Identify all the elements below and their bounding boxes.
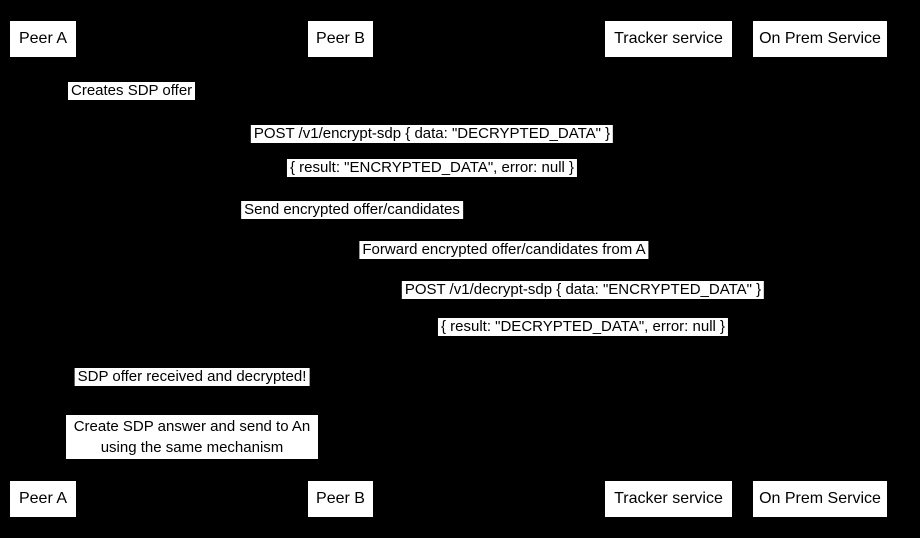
actor-on-prem-service-bottom: On Prem Service [753,481,887,517]
actor-peer-b-top: Peer B [308,21,373,57]
lifeline-peer-a [43,57,44,481]
message-label: { result: "DECRYPTED_DATA", error: null … [437,318,729,336]
lifeline-tracker-service [668,57,669,481]
message-label: Creates SDP offer [68,82,196,100]
lifeline-peer-b [340,57,341,481]
message-label: POST /v1/decrypt-sdp { data: "ENCRYPTED_… [401,281,765,299]
actor-on-prem-service-top: On Prem Service [753,21,887,57]
message-label: POST /v1/encrypt-sdp { data: "DECRYPTED_… [250,125,614,143]
actor-peer-b-bottom: Peer B [308,481,373,517]
actor-tracker-service-top: Tracker service [605,21,732,57]
actor-peer-a-bottom: Peer A [10,481,76,517]
actor-tracker-service-bottom: Tracker service [605,481,732,517]
message-label: SDP offer received and decrypted! [74,368,310,386]
message-label: Send encrypted offer/candidates [241,201,463,219]
lifeline-on-prem-service [820,57,821,481]
message-label: Forward encrypted offer/candidates from … [359,241,649,259]
actor-peer-a-top: Peer A [10,21,76,57]
message-label: { result: "ENCRYPTED_DATA", error: null … [286,159,578,177]
message-label: Create SDP answer and send to An using t… [66,415,318,459]
